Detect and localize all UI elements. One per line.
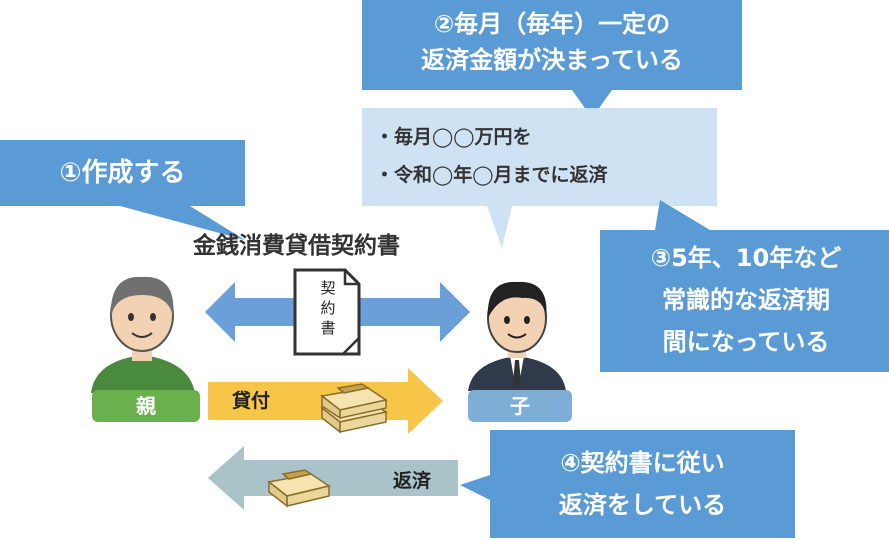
money-bundle-icon bbox=[267, 469, 331, 508]
money-bundle-icon bbox=[320, 383, 388, 434]
callout-repaying-shape bbox=[460, 430, 795, 538]
callout-reasonable-period-line1: ③5年、10年など bbox=[650, 244, 842, 272]
lend-arrow-label: 貸付 bbox=[232, 390, 271, 412]
callout-repaying-line1: ④契約書に従い bbox=[560, 449, 725, 477]
callout-reasonable-period-shape bbox=[600, 200, 889, 372]
document-char-3: 書 bbox=[320, 319, 336, 337]
document-char-2: 約 bbox=[320, 299, 336, 317]
callout-fixed-amount-line2: 返済金額が決まっている bbox=[421, 46, 683, 74]
child-avatar bbox=[468, 281, 566, 391]
detail-line-amount: ・毎月◯◯万円を bbox=[375, 126, 532, 148]
callout-reasonable-period-line2: 常識的な返済期 bbox=[662, 286, 830, 314]
callout-fixed-amount-line1: ②毎月（毎年）一定の bbox=[433, 10, 671, 38]
repay-arrow-label: 返済 bbox=[393, 470, 432, 492]
child-label: 子 bbox=[510, 394, 530, 418]
parent-label-box bbox=[92, 390, 200, 422]
document-char-1: 契 bbox=[320, 279, 336, 297]
callout-create-shape bbox=[0, 140, 245, 240]
contract-title: 金銭消費貸借契約書 bbox=[193, 233, 400, 259]
callout-fixed-amount-shape bbox=[362, 0, 742, 118]
callout-repaying-line2: 返済をしている bbox=[558, 491, 727, 519]
callout-reasonable-period-line3: 間になっている bbox=[662, 328, 830, 356]
parent-label: 親 bbox=[136, 394, 156, 418]
callout-create-text: ①作成する bbox=[59, 158, 186, 188]
contract-document-icon bbox=[293, 268, 361, 356]
parent-avatar bbox=[91, 276, 195, 393]
repayment-detail-shape bbox=[362, 108, 717, 248]
detail-line-deadline: ・令和◯年◯月までに返済 bbox=[375, 164, 608, 186]
child-label-box bbox=[468, 390, 572, 422]
